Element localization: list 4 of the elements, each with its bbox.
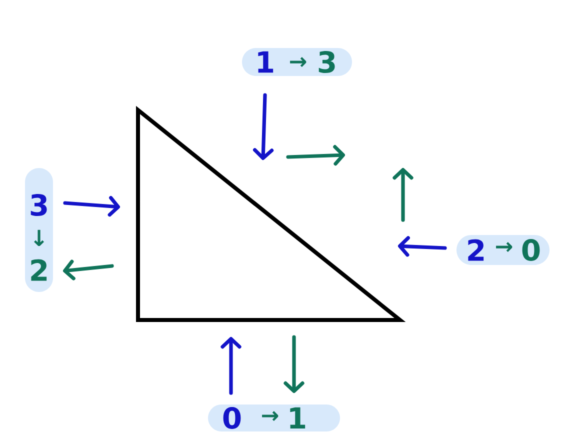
label-pill: 0 → 1 [208, 404, 340, 432]
label-pill: 1 → 3 [242, 48, 352, 76]
label-pill: 3 ↓ 2 [25, 168, 53, 292]
label-pill: 2 → 0 [456, 235, 550, 265]
